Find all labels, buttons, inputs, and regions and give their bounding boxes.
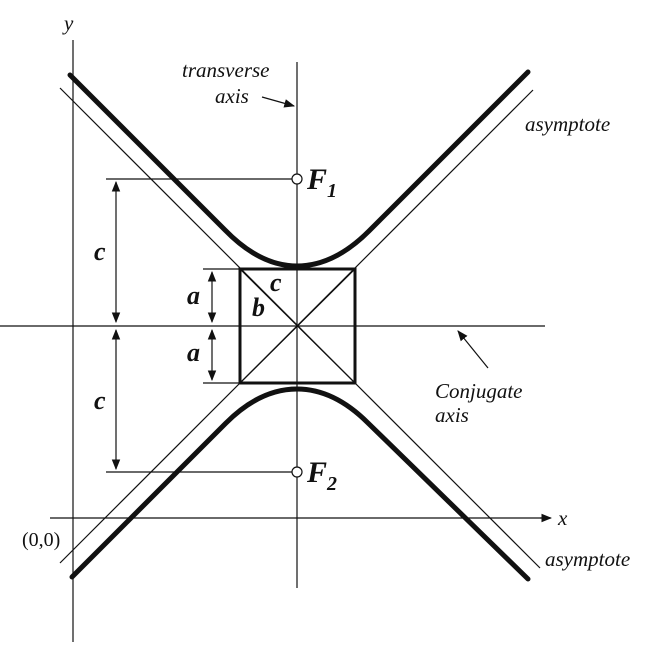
hyperbola-lower-branch <box>69 386 531 582</box>
conjugate-label-line2: axis <box>435 403 469 427</box>
rectangle-diagonal-2 <box>239 268 356 384</box>
c-lower-label: c <box>94 386 106 415</box>
b-label: b <box>252 293 265 322</box>
hyperbola-upper-branch <box>67 69 531 269</box>
focus-f2-main: F <box>306 456 327 489</box>
origin-label: (0,0) <box>22 529 60 551</box>
focus-f1-subscript: 1 <box>327 180 337 202</box>
focus-f1-point <box>291 173 303 185</box>
asymptote-label-bottom: asymptote <box>545 547 630 571</box>
transverse-label-line1: transverse <box>182 58 270 82</box>
conjugate-pointer-arrow <box>457 330 489 369</box>
focus-f1-main: F <box>306 163 327 196</box>
a-lower-label: a <box>187 338 200 367</box>
c-upper-label: c <box>94 237 106 266</box>
c-diagonal-label: c <box>270 268 282 297</box>
transverse-label-line2: axis <box>215 84 249 108</box>
focus-f2-point <box>291 466 303 478</box>
focus-f2-label: F2 <box>306 456 337 495</box>
focus-f2-subscript: 2 <box>326 473 337 495</box>
y-axis-label: y <box>62 11 74 35</box>
a-upper-label: a <box>187 281 200 310</box>
x-axis-label: x <box>557 506 568 530</box>
asymptote-label-top: asymptote <box>525 112 610 136</box>
fundamental-rectangle <box>238 267 357 385</box>
conjugate-label-line1: Conjugate <box>435 379 523 403</box>
transverse-pointer-arrow <box>261 96 296 108</box>
focus-f1-label: F1 <box>306 163 337 202</box>
